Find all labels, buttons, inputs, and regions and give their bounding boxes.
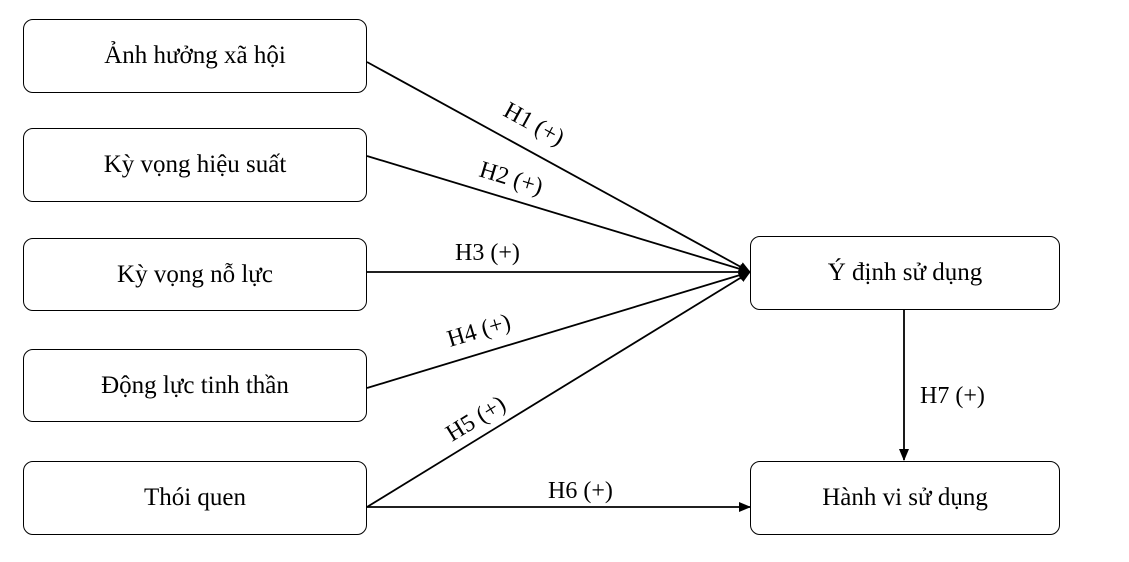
edge-h1-line [366, 61, 751, 273]
node-y-dinh-su-dung: Ý định sử dụng [750, 236, 1060, 310]
edge-h1-label: H1 (+) [499, 97, 568, 151]
edge-h4-line [366, 270, 751, 389]
node-dong-luc-tinh-than: Động lực tinh thần [23, 349, 367, 422]
node-thoi-quen: Thói quen [23, 461, 367, 535]
node-anh-huong-xa-hoi: Ảnh hưởng xã hội [23, 19, 367, 93]
node-ky-vong-hieu-suat: Kỳ vọng hiệu suất [23, 128, 367, 202]
edge-h6-label: H6 (+) [548, 478, 613, 504]
edge-h2-label: H2 (+) [476, 157, 546, 201]
edge-h7-label: H7 (+) [920, 383, 985, 409]
edge-h3-label: H3 (+) [455, 240, 520, 266]
node-ky-vong-no-luc: Kỳ vọng nỗ lực [23, 238, 367, 311]
edge-h5-label: H5 (+) [442, 391, 511, 447]
edge-h5-line [366, 271, 751, 508]
edge-h2-line [366, 155, 751, 274]
node-hanh-vi-su-dung: Hành vi sử dụng [750, 461, 1060, 535]
